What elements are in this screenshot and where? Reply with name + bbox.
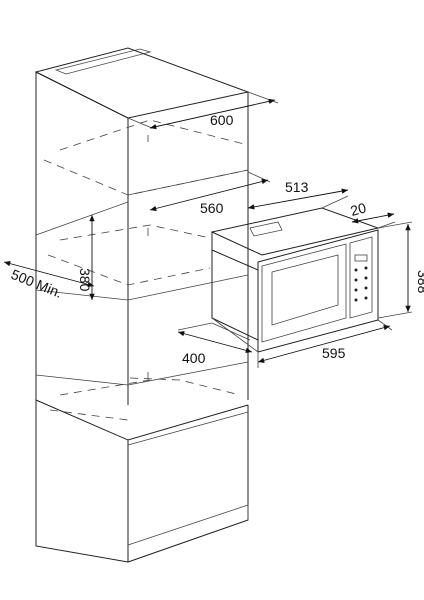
- label-513: 513: [285, 179, 309, 195]
- label-380: 380: [77, 268, 93, 292]
- label-560: 560: [200, 200, 224, 216]
- label-20: 20: [349, 199, 368, 219]
- dimension-lines: [3, 91, 413, 368]
- microwave: [210, 207, 380, 353]
- label-595: 595: [322, 345, 346, 361]
- label-600: 600: [210, 112, 234, 128]
- label-388: 388: [415, 270, 424, 294]
- label-400: 400: [182, 350, 206, 366]
